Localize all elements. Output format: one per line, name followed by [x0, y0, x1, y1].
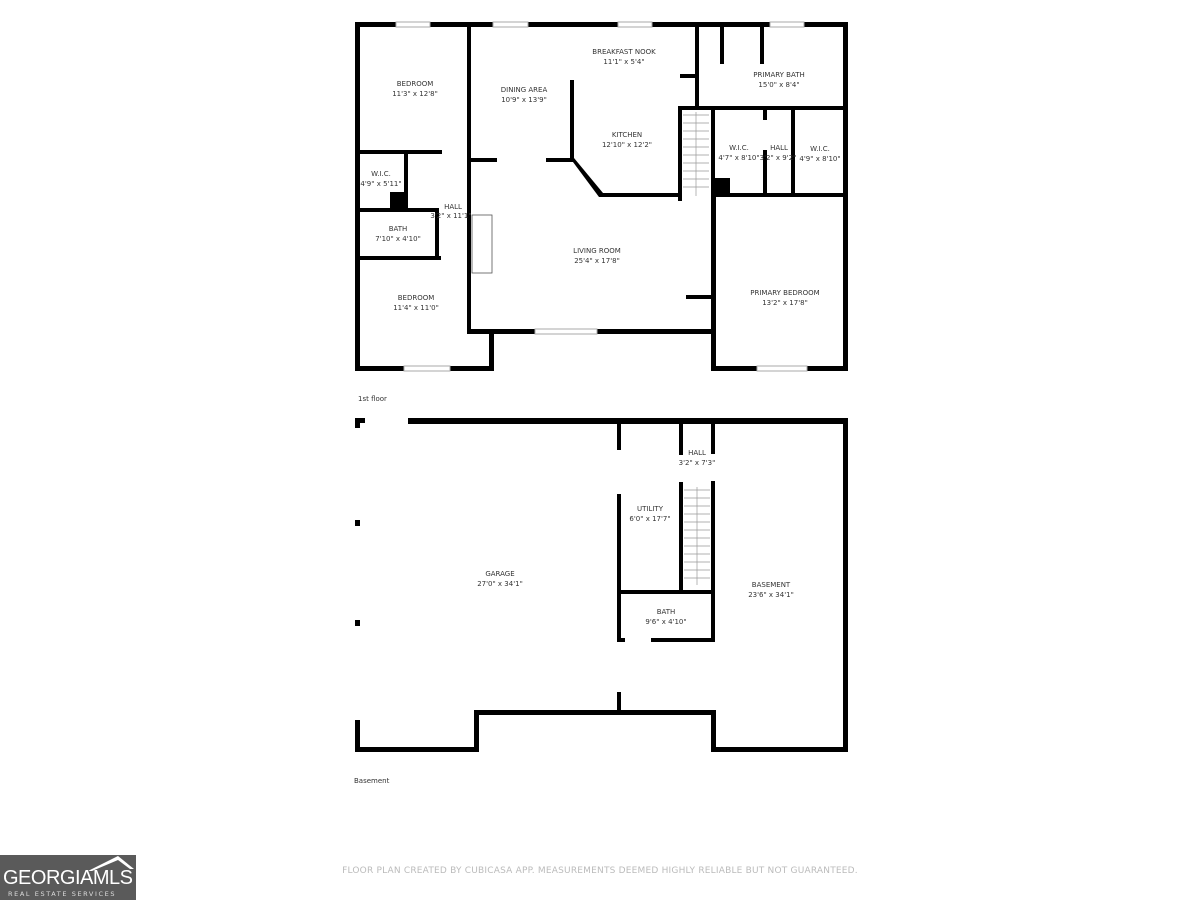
room-name: BATH [389, 225, 408, 233]
room-name: W.I.C. [729, 144, 749, 152]
room-size: 12'10" x 12'2" [602, 141, 652, 149]
room-name: BEDROOM [398, 294, 435, 302]
room-name: PRIMARY BATH [753, 71, 804, 79]
room-size: 4'9" x 8'10" [799, 155, 840, 163]
room-size: 13'2" x 17'8" [762, 299, 808, 307]
room-size: 4'7" x 8'10" [718, 154, 759, 162]
basement-walls [355, 418, 848, 752]
room-name: UTILITY [637, 505, 664, 513]
room-size: 3'2" x 11'1" [430, 212, 471, 220]
room-size: 10'9" x 13'9" [501, 96, 547, 104]
room-size: 23'6" x 34'1" [748, 591, 794, 599]
room-size: 3'2" x 9'2" [760, 154, 797, 162]
floor-label: Basement [354, 777, 390, 785]
room-size: 7'10" x 4'10" [375, 235, 421, 243]
first-floor-labels: BEDROOM 11'3" x 12'8" DINING AREA 10'9" … [358, 48, 841, 403]
room-name: BATH [657, 608, 676, 616]
room-size: 11'3" x 12'8" [392, 90, 438, 98]
room-name: HALL [688, 449, 706, 457]
room-name: W.I.C. [810, 145, 830, 153]
room-size: 27'0" x 34'1" [477, 580, 523, 588]
basement-labels: GARAGE 27'0" x 34'1" HALL 3'2" x 7'3" UT… [354, 449, 794, 785]
room-size: 11'1" x 5'4" [603, 58, 644, 66]
georgia-mls-logo: GEORGIAMLS REAL ESTATE SERVICES [0, 855, 136, 900]
room-size: 6'0" x 17'7" [629, 515, 670, 523]
room-size: 11'4" x 11'0" [393, 304, 439, 312]
room-name: HALL [444, 203, 462, 211]
room-name: PRIMARY BEDROOM [750, 289, 819, 297]
room-name: BEDROOM [397, 80, 434, 88]
room-size: 3'2" x 7'3" [679, 459, 716, 467]
room-name: BREAKFAST NOOK [592, 48, 656, 56]
room-name: GARAGE [485, 570, 514, 578]
room-name: BASEMENT [752, 581, 791, 589]
logo-name: GEORGIAMLS [3, 867, 133, 889]
roof-icon [88, 856, 134, 871]
room-name: DINING AREA [501, 86, 548, 94]
room-size: 25'4" x 17'8" [574, 257, 620, 265]
room-name: W.I.C. [371, 170, 391, 178]
room-name: KITCHEN [612, 131, 642, 139]
logo-tagline: REAL ESTATE SERVICES [8, 890, 117, 898]
room-name: LIVING ROOM [573, 247, 621, 255]
room-size: 9'6" x 4'10" [645, 618, 686, 626]
disclaimer-text: FLOOR PLAN CREATED BY CUBICASA APP. MEAS… [342, 866, 858, 876]
first-floor-walls [355, 21, 848, 372]
room-size: 4'9" x 5'11" [360, 180, 401, 188]
floor-label: 1st floor [358, 395, 387, 403]
room-size: 15'0" x 8'4" [758, 81, 799, 89]
room-name: HALL [770, 144, 788, 152]
